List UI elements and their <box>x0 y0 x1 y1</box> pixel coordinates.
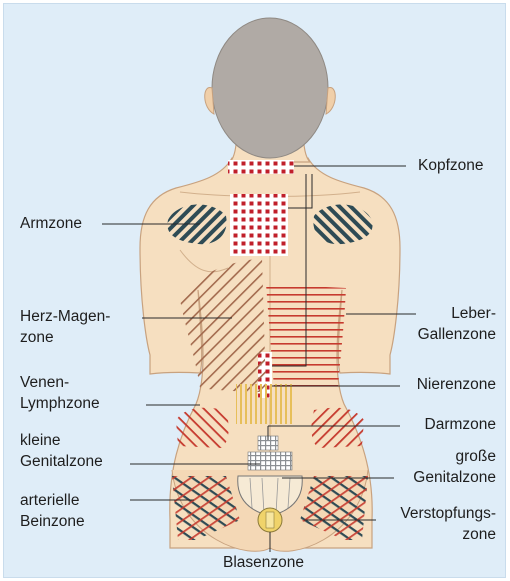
label-arterielle-line2: Beinzone <box>20 511 85 532</box>
label-venen-line1: Venen- <box>20 372 100 393</box>
label-kopfzone: Kopfzone <box>418 155 484 176</box>
kleine-genital-grid <box>248 452 292 470</box>
ear-right <box>326 88 335 114</box>
venen-lymph-area-right <box>311 408 364 448</box>
kopfzone-spine <box>230 194 288 256</box>
head-hair <box>212 18 328 158</box>
label-grosse-line2: Genitalzone <box>413 467 496 488</box>
label-grosse-genital: große Genitalzone <box>413 446 496 488</box>
label-verstopfung-line1: Verstopfungs- <box>400 503 496 524</box>
label-armzone: Armzone <box>20 213 82 234</box>
label-kleine-line1: kleine <box>20 430 103 451</box>
label-armzone-text: Armzone <box>20 213 82 234</box>
label-kleine-genital: kleine Genitalzone <box>20 430 103 472</box>
label-herz-magen: Herz-Magen- zone <box>20 306 110 348</box>
ear-left <box>205 88 214 114</box>
label-herz-magen-line1: Herz-Magen- <box>20 306 110 327</box>
kopfzone-collar <box>228 160 294 174</box>
venen-lymph-area <box>176 408 229 448</box>
label-darmzone: Darmzone <box>425 414 497 435</box>
label-blasenzone: Blasenzone <box>223 552 304 573</box>
label-verstopfung: Verstopfungs- zone <box>400 503 496 545</box>
label-kleine-line2: Genitalzone <box>20 451 103 472</box>
label-herz-magen-line2: zone <box>20 327 110 348</box>
label-leber-line1: Leber- <box>418 303 496 324</box>
nierenzone-area <box>236 384 292 424</box>
label-verstopfung-line2: zone <box>400 524 496 545</box>
label-venen-line2: Lymphzone <box>20 393 100 414</box>
label-blasenzone-text: Blasenzone <box>223 552 304 573</box>
label-nierenzone: Nierenzone <box>417 374 496 395</box>
label-darmzone-text: Darmzone <box>425 414 497 435</box>
label-nierenzone-text: Nierenzone <box>417 374 496 395</box>
label-kopfzone-text: Kopfzone <box>418 155 484 176</box>
label-venen-lymph: Venen- Lymphzone <box>20 372 100 414</box>
label-leber-gallen: Leber- Gallenzone <box>418 303 496 345</box>
label-arterielle-bein: arterielle Beinzone <box>20 490 85 532</box>
label-arterielle-line1: arterielle <box>20 490 85 511</box>
label-leber-line2: Gallenzone <box>418 324 496 345</box>
label-grosse-line1: große <box>413 446 496 467</box>
